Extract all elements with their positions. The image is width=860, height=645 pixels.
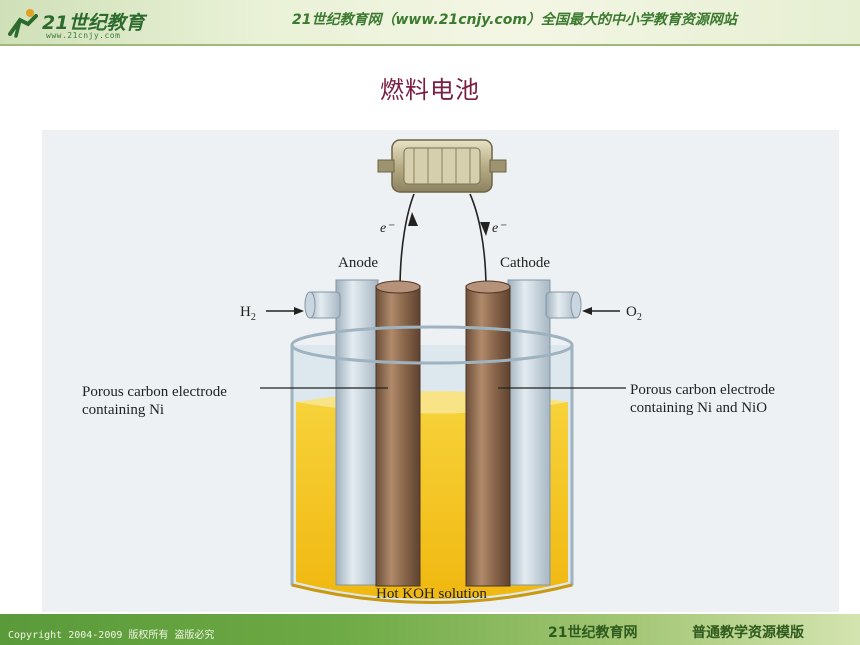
anode-wire bbox=[399, 193, 415, 291]
electron-left-label: e⁻ bbox=[380, 221, 395, 236]
beaker-bottom bbox=[291, 583, 573, 604]
o2-arrow-icon bbox=[582, 307, 592, 315]
cathode-top bbox=[465, 280, 511, 294]
electron-right-label: e⁻ bbox=[492, 221, 507, 236]
h2-gas-tube bbox=[335, 279, 379, 586]
fuel-cell-diagram: e⁻ e⁻ Anode Cathode H2 O2 Porous carbon … bbox=[42, 130, 839, 612]
left-electrode-label-2: containing Ni bbox=[82, 402, 164, 418]
runner-logo-icon bbox=[8, 9, 38, 38]
anode-electrode bbox=[375, 285, 421, 587]
cathode-arrow-icon bbox=[480, 222, 490, 236]
logo-url: www.21cnjy.com bbox=[46, 31, 121, 40]
left-electrode-label-1: Porous carbon electrode bbox=[82, 384, 227, 400]
o2-inlet-opening bbox=[570, 291, 582, 319]
footer-template-label: 普通教学资源模版 bbox=[692, 625, 804, 641]
header-bar: 21世纪教育 www.21cnjy.com 21世纪教育网（www.21cnjy… bbox=[0, 0, 860, 44]
right-electrode-label-2: containing Ni and NiO bbox=[630, 400, 767, 416]
o2-gas-tube bbox=[507, 279, 551, 586]
anode-top bbox=[375, 280, 421, 294]
site-logo[interactable]: 21世纪教育 www.21cnjy.com bbox=[6, 4, 156, 42]
page-title: 燃料电池 bbox=[380, 76, 480, 104]
h2-label: H2 bbox=[240, 304, 256, 323]
motor-icon bbox=[377, 139, 507, 193]
copyright-text: Copyright 2004-2009 版权所有 盗版必究 bbox=[8, 630, 215, 641]
header-banner: 21世纪教育网（www.21cnjy.com）全国最大的中小学教育资源网站 bbox=[292, 12, 737, 28]
footer-site-link[interactable]: 21世纪教育网 bbox=[548, 625, 638, 641]
h2-arrow-icon bbox=[294, 307, 304, 315]
anode-label: Anode bbox=[338, 255, 378, 271]
right-electrode-label-1: Porous carbon electrode bbox=[630, 382, 775, 398]
h2-inlet-opening bbox=[304, 291, 316, 319]
solution-label: Hot KOH solution bbox=[376, 586, 487, 602]
cathode-wire bbox=[469, 193, 487, 291]
footer-bar: Copyright 2004-2009 版权所有 盗版必究 21世纪教育网 普通… bbox=[0, 614, 860, 645]
logo-text: 21世纪教育 bbox=[42, 12, 145, 34]
cathode-label: Cathode bbox=[500, 255, 550, 271]
o2-label: O2 bbox=[626, 304, 642, 323]
anode-arrow-icon bbox=[408, 212, 418, 226]
header-divider bbox=[0, 44, 860, 46]
cathode-electrode bbox=[465, 285, 511, 587]
